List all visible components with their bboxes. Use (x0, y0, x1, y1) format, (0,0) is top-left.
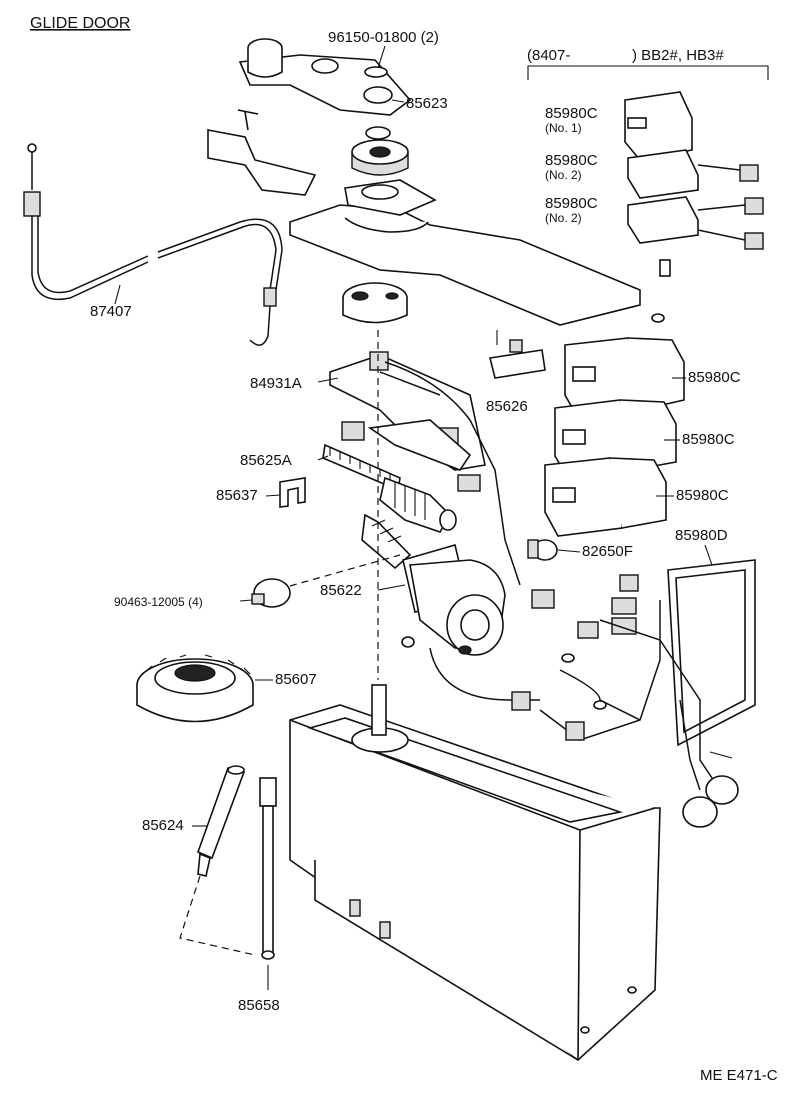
socket-82650F (527, 539, 558, 561)
solenoid-small (379, 474, 481, 533)
group-models-label: ) BB2#, HB3# (632, 47, 724, 64)
label-85624: 85624 (142, 817, 184, 834)
relay-sub-no2b: (No. 2) (545, 211, 582, 225)
relay-85980C-1 (564, 337, 685, 419)
diagram-title: GLIDE DOOR (30, 15, 130, 32)
motor-bolt (401, 636, 415, 648)
connector-2 (511, 691, 531, 711)
label-85625A: 85625A (240, 452, 292, 469)
cable-87407 (23, 143, 283, 346)
label-85626: 85626 (486, 398, 528, 415)
rack-85625A (322, 443, 401, 492)
relay-group-8407 (624, 91, 764, 277)
label-87407: 87407 (90, 303, 132, 320)
label-85658: 85658 (238, 997, 280, 1014)
rod-85658 (259, 777, 277, 960)
link-arm-85623 (238, 38, 412, 116)
label-85607: 85607 (275, 671, 317, 688)
label-85980C-3: 85980C (676, 487, 729, 504)
rod-link-dash (179, 875, 256, 956)
group-date-label: (8407- (527, 47, 570, 64)
gear-85607 (136, 654, 254, 723)
relay-label-no2b: 85980C (545, 195, 598, 212)
relay-box-85980D (577, 559, 756, 747)
clip-85637 (279, 477, 306, 508)
switch-85626 (489, 330, 546, 379)
relay-sub-no2a: (No. 2) (545, 168, 582, 182)
relay-85980C-3 (544, 457, 667, 537)
relay-label-no1: 85980C (545, 105, 598, 122)
label-96150-01800: 96150-01800 (2) (328, 29, 439, 46)
label-82650F: 82650F (582, 543, 633, 560)
base-plate (289, 179, 665, 326)
grommet (351, 139, 409, 176)
snap-ring (365, 126, 391, 140)
harness-84931A (329, 351, 521, 586)
relay-label-no2a: 85980C (545, 152, 598, 169)
label-85980C-1: 85980C (688, 369, 741, 386)
clamp-90463 (251, 578, 291, 608)
connector-3 (565, 721, 585, 741)
label-85637: 85637 (216, 487, 258, 504)
label-85622: 85622 (320, 582, 362, 599)
motor-85622 (361, 513, 506, 656)
bracket-small (207, 109, 317, 196)
label-85980C-2: 85980C (682, 431, 735, 448)
ring-terminal (561, 653, 575, 663)
connector (531, 589, 555, 609)
bolt (651, 313, 665, 323)
figure-reference: ME E471-C (700, 1067, 778, 1084)
label-90463-12005: 90463-12005 (4) (114, 595, 203, 609)
rod-85624 (196, 765, 246, 877)
label-84931A: 84931A (250, 375, 302, 392)
model-group-bracket: (8407- ) BB2#, HB3# (527, 47, 769, 80)
label-85623: 85623 (406, 95, 448, 112)
main-housing (289, 684, 661, 1062)
label-85980D: 85980D (675, 527, 728, 544)
lock-cam (342, 282, 408, 324)
ring-terminal-2 (593, 700, 607, 710)
bulb-pair (682, 751, 739, 828)
wiring-harness (429, 600, 721, 791)
relay-sub-no1: (No. 1) (545, 121, 582, 135)
